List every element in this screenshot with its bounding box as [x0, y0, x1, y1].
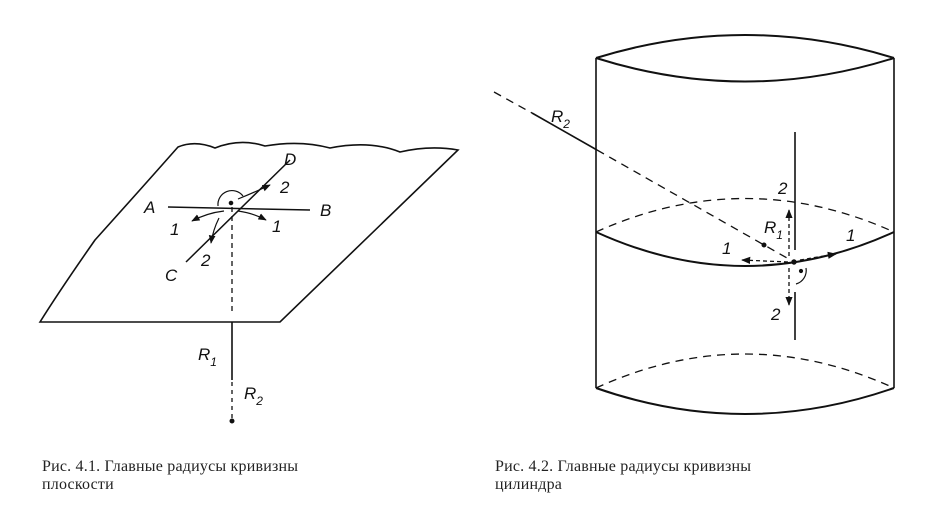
- label-point-d: D: [284, 150, 296, 169]
- contact-point: [791, 259, 797, 265]
- label-r2: R2: [551, 107, 570, 131]
- center-dot: [228, 200, 234, 206]
- caption-line: Рис. 4.1. Главные радиусы кривизны: [42, 458, 299, 475]
- label-dir-1-left: 1: [170, 220, 179, 239]
- caption-line: Рис. 4.2. Главные радиусы кривизны: [495, 458, 752, 475]
- label-dir-1-left: 1: [722, 239, 731, 258]
- label-point-c: C: [165, 266, 178, 285]
- r2-dashed-through: [596, 149, 795, 263]
- arrow-dir-1-left: [741, 256, 789, 264]
- middle-section-front: [595, 231, 895, 267]
- figure-4-2-cylinder: [493, 34, 895, 415]
- right-angle-mark: [795, 267, 807, 285]
- arrow-dir-1-right: [237, 210, 267, 221]
- arrow-dir-2-up: [237, 184, 271, 200]
- label-dir-2-down: 2: [770, 305, 781, 324]
- right-angle-mark: [217, 189, 244, 207]
- figure-4-2-caption: Рис. 4.2. Главные радиусы кривизны цилин…: [495, 458, 915, 494]
- label-dir-2-up: 2: [777, 179, 788, 198]
- r1-dot: [761, 242, 767, 248]
- label-dir-1-right: 1: [272, 217, 281, 236]
- caption-line: цилиндра: [495, 476, 563, 493]
- right-angle-dot: [798, 268, 804, 274]
- figure-4-1-caption: Рис. 4.1. Главные радиусы кривизны плоск…: [42, 458, 442, 494]
- r2-dashed-inner: [493, 91, 533, 114]
- label-r2: R2: [244, 384, 263, 408]
- r2-solid-outer: [531, 112, 598, 151]
- label-dir-1-right: 1: [846, 226, 855, 245]
- bottom-front: [595, 387, 895, 415]
- cylinder-top-front: [595, 57, 895, 83]
- label-dir-2-down: 2: [200, 251, 211, 270]
- label-point-b: B: [320, 201, 331, 220]
- bottom-back: [595, 353, 895, 389]
- label-point-a: A: [143, 198, 155, 217]
- plane-outline: [38, 141, 460, 323]
- figure-4-2-labels: R2 R1 1 1 2 2: [551, 107, 855, 324]
- label-r1: R1: [764, 218, 783, 242]
- cylinder-top-back: [595, 34, 895, 59]
- arrow-dir-2-down: [208, 217, 220, 244]
- figure-4-1-labels: A B C D 1 1 2 2 R1 R2: [143, 150, 331, 408]
- arrow-dir-1-right: [799, 251, 837, 261]
- label-r1: R1: [198, 345, 217, 369]
- r2-end-dot: [229, 418, 235, 424]
- line-a-b: [167, 206, 311, 211]
- arrow-dir-1-left: [191, 210, 225, 222]
- caption-line: плоскости: [42, 476, 114, 493]
- label-dir-2-up: 2: [279, 178, 290, 197]
- middle-section-back: [595, 197, 895, 233]
- figure-4-1-plane: [38, 141, 460, 424]
